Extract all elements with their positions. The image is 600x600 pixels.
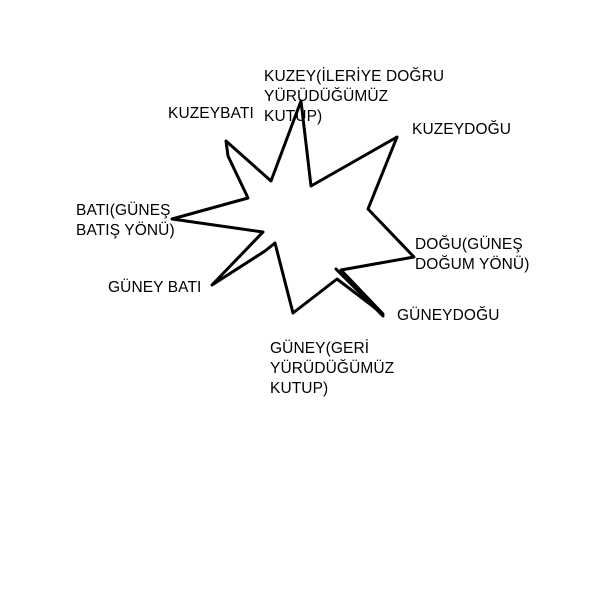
label-southwest: GÜNEY BATI <box>108 279 202 296</box>
label-southeast: GÜNEYDOĞU <box>397 307 500 324</box>
label-west: BATI(GÜNEŞ BATIŞ YÖNÜ) <box>76 202 175 239</box>
compass-star-outline <box>170 99 416 316</box>
label-north: KUZEY(İLERİYE DOĞRU YÜRÜDÜĞÜMÜZ KUTUP) <box>264 68 445 125</box>
label-east: DOĞU(GÜNEŞ DOĞUM YÖNÜ) <box>415 236 530 273</box>
label-northeast: KUZEYDOĞU <box>412 121 512 138</box>
southeast-spike-stroke <box>334 267 385 318</box>
label-south: GÜNEY(GERİ YÜRÜDÜĞÜMÜZ KUTUP) <box>270 340 395 397</box>
label-northwest: KUZEYBATI <box>168 105 254 122</box>
